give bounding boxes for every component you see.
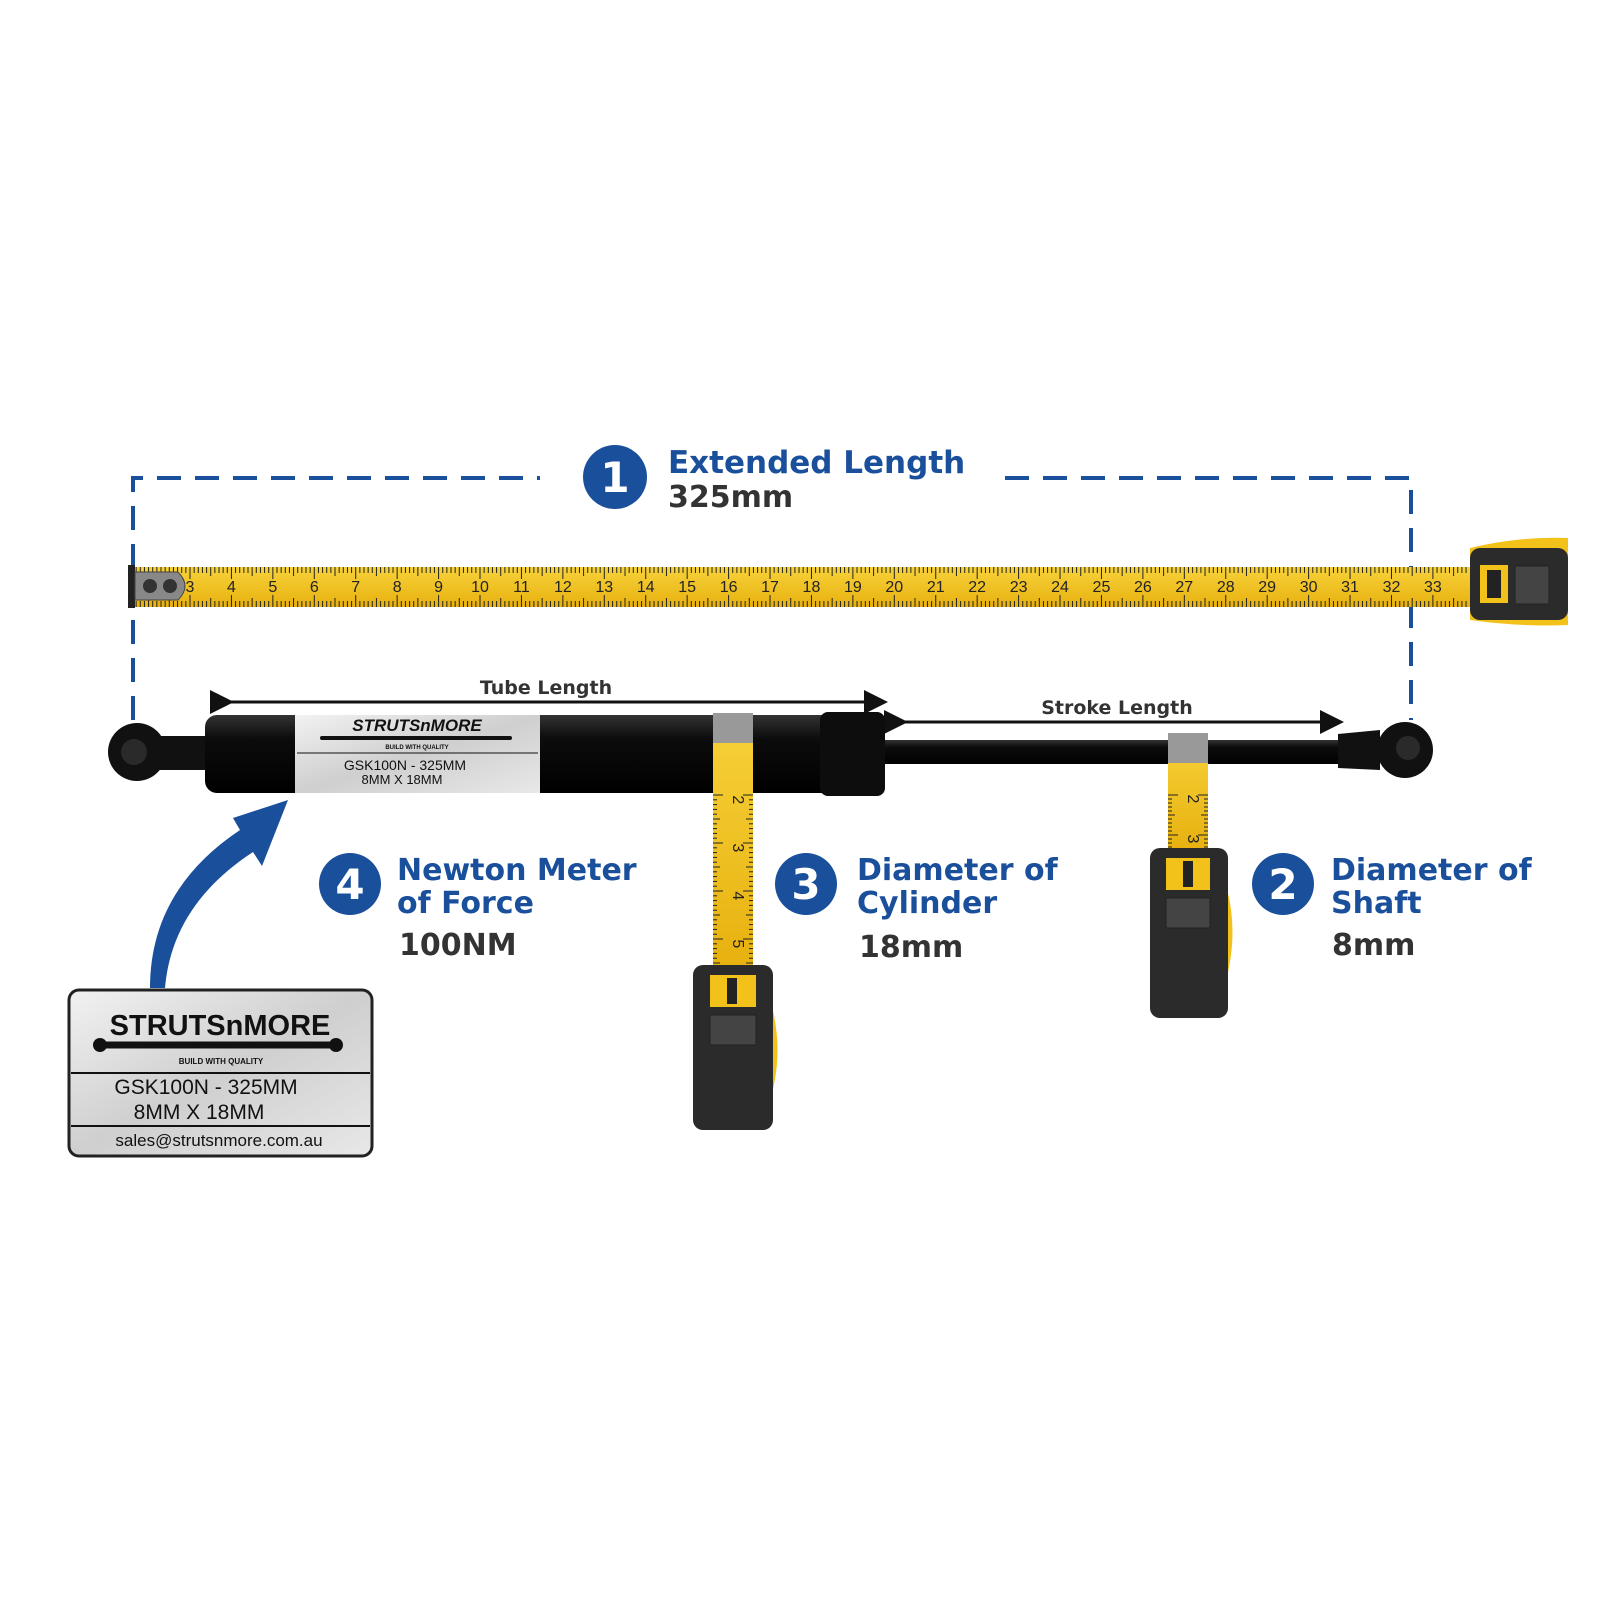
callout-title: Extended Length: [668, 445, 965, 481]
curved-arrow-icon: [150, 800, 288, 988]
extended-length-bracket: [131, 476, 1413, 720]
tape-number: 6: [310, 579, 319, 596]
callout-title: Diameter of: [857, 853, 1059, 888]
tape-number: 12: [554, 579, 572, 596]
tape-number: 21: [927, 579, 945, 596]
cylinder-tape-marks: 2 3 4 5: [713, 794, 753, 983]
strut-label-tagline: BUILD WITH QUALITY: [385, 745, 448, 751]
tape-number: 31: [1341, 579, 1359, 596]
plate-size: 8MM X 18MM: [134, 1101, 265, 1124]
callout-extended-length: 1 Extended Length 325mm: [583, 445, 965, 515]
tape-number: 22: [968, 579, 986, 596]
callout-force: 4 Newton Meter of Force 100NM: [319, 853, 637, 963]
tape-case: [1470, 537, 1568, 626]
tape-number: 2: [1184, 795, 1201, 804]
tape-number: 30: [1300, 579, 1318, 596]
tape-number: 8: [393, 579, 402, 596]
strut-label-brand: STRUTSnMORE: [352, 716, 482, 735]
tape-number: 27: [1175, 579, 1193, 596]
callout-title: Cylinder: [857, 886, 997, 921]
tape-number: 9: [434, 579, 443, 596]
tape-number: 17: [761, 579, 779, 596]
tape-numbers: 3 4 5 6 7 8 9 10 11 12 13 14 15 16 17 18 19 20 21 22 23 24 25 2…: [186, 579, 1442, 596]
callout-value: 325mm: [668, 480, 793, 515]
tape-number: 26: [1134, 579, 1152, 596]
tape-number: 33: [1424, 579, 1442, 596]
tape-number: 4: [227, 579, 236, 596]
tape-number: 28: [1217, 579, 1235, 596]
tape-number: 23: [1010, 579, 1028, 596]
callout-number: 1: [600, 453, 629, 502]
shaft-tape-measure: 23: [1150, 733, 1233, 1018]
plate-email: sales@strutsnmore.com.au: [115, 1131, 322, 1150]
callout-number: 4: [335, 860, 364, 909]
stroke-length-label: Stroke Length: [1041, 697, 1193, 719]
tape-number: 16: [720, 579, 738, 596]
tape-number: 3: [1184, 835, 1201, 844]
tape-number: 3: [729, 843, 746, 852]
callout-value: 100NM: [399, 928, 517, 963]
callout-title: Diameter of: [1331, 853, 1533, 888]
cylinder-tape-measure: 2 3 4 5: [693, 713, 778, 1130]
tape-number: 3: [186, 579, 195, 596]
tape-number: 10: [471, 579, 489, 596]
tape-number: 5: [729, 939, 746, 948]
label-plate: STRUTSnMORE BUILD WITH QUALITY GSK100N -…: [67, 988, 374, 1158]
tape-number: 15: [678, 579, 696, 596]
callout-title: Newton Meter: [397, 853, 637, 888]
callout-value: 8mm: [1332, 928, 1415, 963]
strut-label-size: 8MM X 18MM: [362, 772, 443, 787]
callout-value: 18mm: [859, 930, 963, 965]
callout-number: 3: [791, 860, 820, 909]
callout-cylinder-diameter: 3 Diameter of Cylinder 18mm: [775, 853, 1059, 965]
tape-number: 20: [885, 579, 903, 596]
tape-number: 5: [268, 579, 277, 596]
tape-number: 7: [351, 579, 360, 596]
callout-title: Shaft: [1331, 886, 1422, 921]
tape-number: 25: [1093, 579, 1111, 596]
callout-title: of Force: [397, 886, 534, 921]
plate-model: GSK100N - 325MM: [114, 1076, 297, 1099]
strut-label: [295, 715, 540, 793]
tape-number: 14: [637, 579, 655, 596]
tape-number: 4: [729, 891, 746, 900]
tape-measure: 3 4 5 6 7 8 9 10 11 12 13 14 15 16 17 18 19 20 21 22 23 24 25 2…: [128, 537, 1568, 626]
callout-number: 2: [1268, 860, 1297, 909]
tape-number: 32: [1383, 579, 1401, 596]
strut-label-model: GSK100N - 325MM: [344, 757, 466, 773]
tape-number: 19: [844, 579, 862, 596]
plate-tagline: BUILD WITH QUALITY: [179, 1057, 264, 1066]
tape-number: 24: [1051, 579, 1069, 596]
tape-number: 29: [1258, 579, 1276, 596]
tape-number: 18: [803, 579, 821, 596]
tape-number: 2: [729, 795, 746, 804]
plate-brand: STRUTSnMORE: [110, 1010, 331, 1042]
tape-number: 11: [513, 579, 530, 596]
gas-strut: STRUTSnMORE BUILD WITH QUALITY GSK100N -…: [108, 712, 1433, 796]
callout-shaft-diameter: 2 Diameter of Shaft 8mm: [1252, 853, 1533, 963]
tape-number: 13: [595, 579, 613, 596]
tube-length-label: Tube Length: [480, 677, 612, 699]
